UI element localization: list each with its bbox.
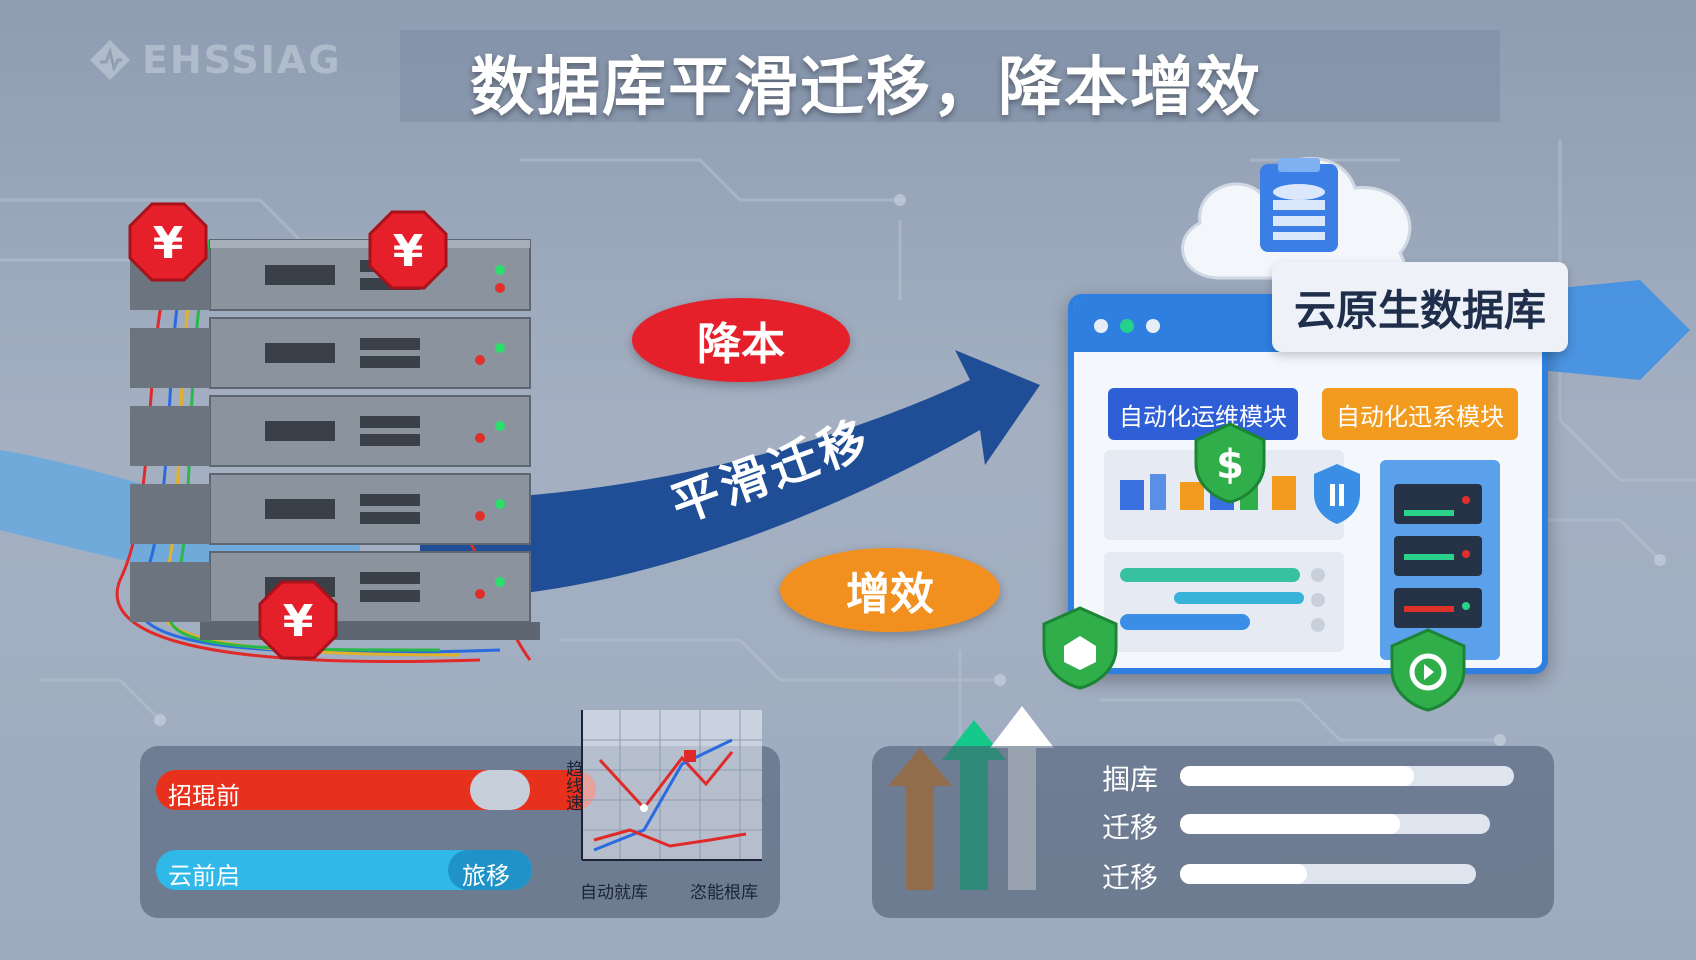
after-bar-end <box>448 850 532 890</box>
progress-fill <box>1180 864 1308 884</box>
second-module-badge: 自动化迅系模块 <box>1322 388 1518 440</box>
dollar-shield-icon: $ <box>1194 422 1266 504</box>
window-dot <box>1146 319 1160 333</box>
page-title: 数据库平滑迁移，降本增效 <box>470 51 1262 125</box>
title-band <box>400 30 1500 122</box>
logo-text: EHSSIAG <box>142 38 342 82</box>
database-cloud-icon <box>1260 158 1338 252</box>
progress-fill <box>1180 814 1401 834</box>
before-bar-end <box>470 770 530 810</box>
yen-sign-icon: ¥ <box>258 580 338 660</box>
cost-reduction-badge: 降本 <box>632 298 850 382</box>
after-bar-label: 云前启 <box>168 862 240 890</box>
svg-text:¥: ¥ <box>393 226 424 277</box>
mini-line-chart <box>581 710 762 861</box>
svg-text:¥: ¥ <box>153 218 184 269</box>
after-bar-end-label: 旅移 <box>462 862 510 890</box>
before-bar-label: 招琨前 <box>168 782 240 810</box>
progress-fill <box>1180 766 1414 786</box>
progress-track <box>1180 864 1476 884</box>
window-dot <box>1120 319 1134 333</box>
yen-sign-icon: ¥ <box>128 202 208 282</box>
efficiency-badge: 增效 <box>780 548 1000 632</box>
progress-track <box>1180 814 1490 834</box>
window-dot <box>1094 319 1108 333</box>
progress-row-label: 迁移 <box>1102 811 1159 844</box>
svg-text:¥: ¥ <box>283 596 314 647</box>
comparison-panel: 招琨前 云前启 旅移 <box>140 746 780 918</box>
brand-logo: EHSSIAG <box>88 38 342 82</box>
progress-panel: 掴库 迁移 迁移 <box>872 746 1554 918</box>
cloud-native-db-label: 云原生数据库 <box>1272 262 1568 352</box>
security-shield-icon <box>1042 606 1118 690</box>
chart-x-left-label: 自动就库 <box>580 883 648 903</box>
svg-text:$: $ <box>1216 442 1244 488</box>
diamond-logo-icon <box>90 40 130 80</box>
chart-y-label: 趋线速 <box>562 760 582 811</box>
ops-module-badge: 自动化运维模块 <box>1108 388 1298 440</box>
security-shield-icon <box>1390 628 1466 712</box>
chart-x-right-label: 恣能根库 <box>690 883 758 903</box>
progress-row-label: 掴库 <box>1102 763 1159 796</box>
progress-track <box>1180 766 1514 786</box>
progress-row-label: 迁移 <box>1102 861 1159 894</box>
blue-shield-icon <box>1314 464 1360 524</box>
yen-sign-icon: ¥ <box>368 210 448 290</box>
